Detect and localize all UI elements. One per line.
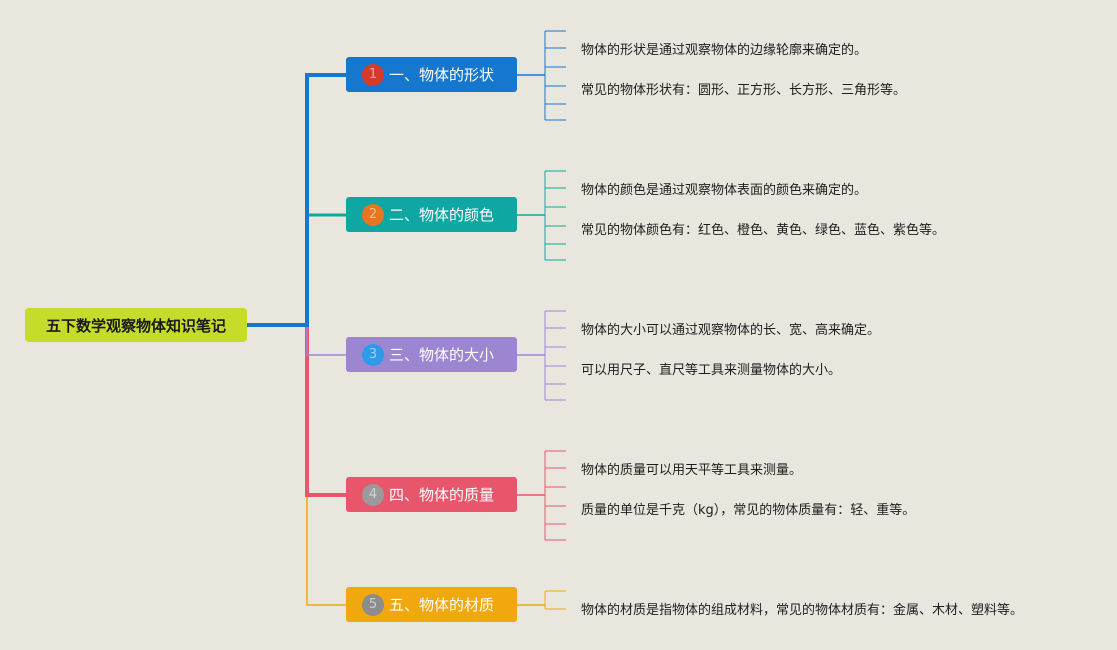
branch-label: 一、物体的形状: [389, 66, 495, 84]
branch-mass[interactable]: 4 四、物体的质量: [346, 477, 517, 512]
note-mass-2[interactable]: 质量的单位是千克（kg），常见的物体质量有：轻、重等。: [581, 503, 916, 518]
branch-connector: [247, 323, 346, 497]
branch-connector: [247, 213, 346, 327]
root-topic-label: 五下数学观察物体知识笔记: [45, 316, 226, 335]
note-size-1[interactable]: 物体的大小可以通过观察物体的长、宽、高来确定。: [581, 323, 881, 338]
note-shape-1[interactable]: 物体的形状是通过观察物体的边缘轮廓来确定的。: [581, 43, 868, 58]
number-badge: 4: [362, 483, 384, 506]
branch-label: 三、物体的大小: [389, 346, 495, 364]
branch-label: 五、物体的材质: [389, 596, 495, 614]
branch-label: 二、物体的颜色: [389, 206, 495, 224]
branch-material[interactable]: 5 五、物体的材质: [346, 587, 517, 622]
note-color-2[interactable]: 常见的物体颜色有：红色、橙色、黄色、绿色、蓝色、紫色等。: [581, 223, 946, 238]
branch-label: 四、物体的质量: [389, 486, 495, 504]
root-topic[interactable]: 五下数学观察物体知识笔记: [25, 308, 247, 342]
branch-color[interactable]: 2 二、物体的颜色: [346, 197, 517, 232]
number-badge: 5: [362, 593, 384, 616]
number-badge: 1: [362, 63, 384, 86]
branch-connector: [247, 324, 346, 356]
number-badge: 3: [362, 343, 384, 366]
note-mass-1[interactable]: 物体的质量可以用天平等工具来测量。: [581, 463, 803, 478]
number-badge: 2: [362, 203, 384, 226]
note-material-1[interactable]: 物体的材质是指物体的组成材料，常见的物体材质有：金属、木材、塑料等。: [581, 603, 1024, 618]
note-shape-2[interactable]: 常见的物体形状有：圆形、正方形、长方形、三角形等。: [581, 83, 907, 98]
note-color-1[interactable]: 物体的颜色是通过观察物体表面的颜色来确定的。: [581, 183, 868, 198]
note-size-2[interactable]: 可以用尺子、直尺等工具来测量物体的大小。: [581, 363, 842, 378]
branch-shape[interactable]: 1 一、物体的形状: [346, 57, 517, 92]
branch-size[interactable]: 3 三、物体的大小: [346, 337, 517, 372]
branch-connector: [247, 73, 346, 327]
branch-connector: [247, 324, 346, 606]
